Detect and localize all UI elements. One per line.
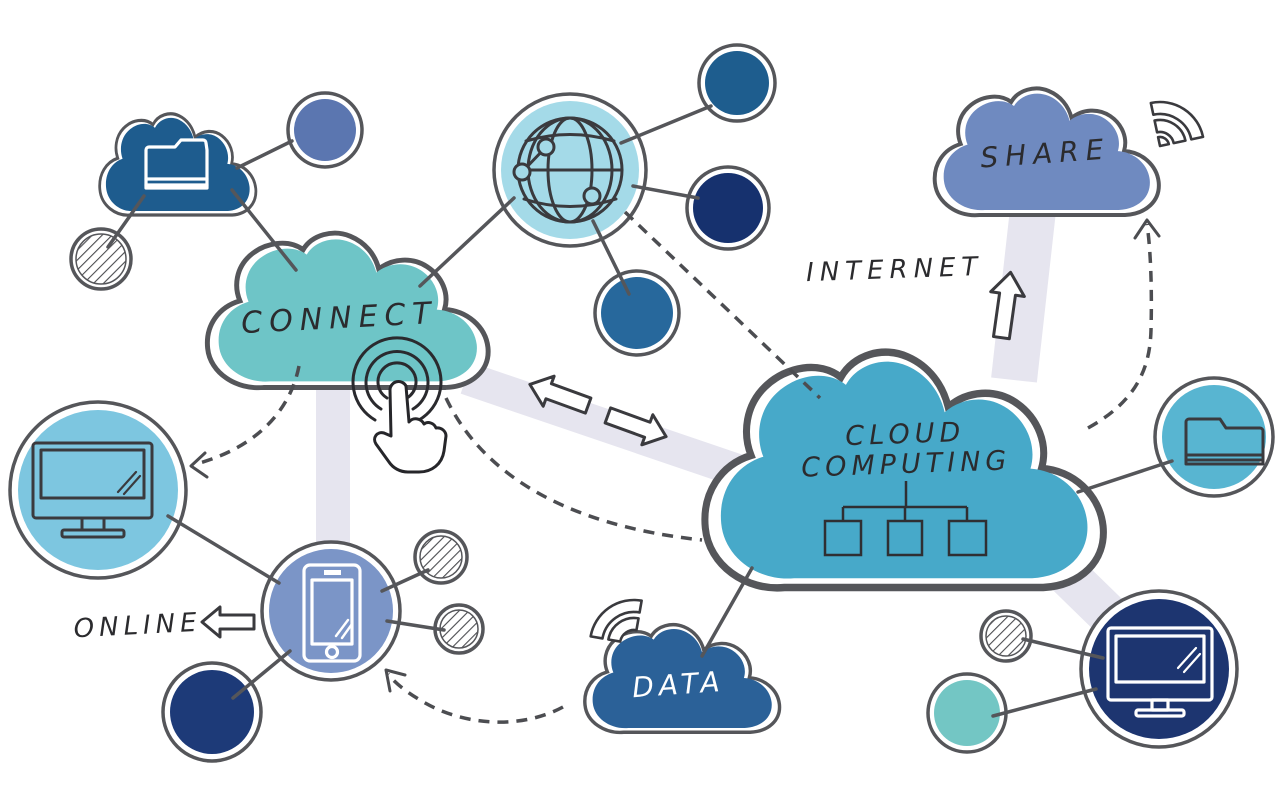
steel-circle [593,269,681,357]
hatched-circle-right2 [433,603,485,655]
cloud-computing-cloud: CLOUD COMPUTING [705,352,1103,588]
monitor-icon-white [1106,626,1214,718]
smartphone-circle [260,540,402,682]
folder-icon-right [1184,417,1265,466]
dashed-curve-connect-to-cloudcomputing [444,397,703,542]
online-arrow-icon [200,605,256,639]
connector-line [418,196,516,288]
arrowhead [384,668,407,693]
cloud-computing-label-line2: COMPUTING [801,445,1012,483]
connector-line [1076,459,1174,494]
connector-line [385,619,446,632]
connector-lines [106,104,1174,718]
connector-line [166,514,281,585]
folder-cloud-fill [105,117,250,212]
dashed-line-globe-to-cloudcomputing [623,210,822,400]
arrowhead [1133,218,1161,240]
monitor-circle-navy [1079,589,1239,749]
navy-circle-mid [685,165,771,251]
smartphone-icon [302,563,362,663]
connector-line [380,568,430,593]
connector-line [591,219,631,296]
band-connect-cloudcomputing [460,362,754,490]
hatched-circle-topleft [69,227,133,291]
arrowhead [189,451,209,479]
connector-line [631,184,700,200]
hatched-circle-bottomright [979,609,1033,663]
navy-dot-fill [170,670,254,754]
connector-line [231,649,292,700]
teal-dot-circle [926,672,1008,754]
connector-line [235,139,294,170]
connector-line [991,687,1098,718]
internet-label: INTERNET [806,252,984,288]
internet-arrow-icon [989,270,1026,341]
monitor-icon [31,441,154,539]
double-arrow-right-icon [603,406,668,447]
dashed-arrows [189,210,1161,724]
blue-circle-top [697,43,777,123]
navy-circle-mid-fill [693,173,763,243]
globe-icon [512,116,624,224]
globe-circle [492,92,648,248]
connector-line [1021,637,1105,660]
pointing-hand-icon [373,380,448,474]
touch-gesture-icon [351,336,448,474]
double-arrow-left-icon [528,374,593,415]
navy-dot-circle [161,661,263,763]
wifi-icon-share [1149,100,1205,148]
connector-line [230,188,298,272]
smartphone-circle-fill [269,549,393,673]
connector-line [619,104,713,145]
data-cloud: DATA [583,622,782,735]
folder-circle [1153,376,1275,498]
dashed-arrow-cloudcomputing-to-share [1087,223,1154,430]
connect-cloud: CONNECT [207,233,488,388]
data-label: DATA [631,665,725,704]
dashed-arrow-data-to-smartphone [386,672,564,724]
folder-icon [144,138,209,190]
hatched-circle-right1 [413,529,469,585]
blue-circle-top-fill [705,51,769,115]
monitor-circle [8,400,188,580]
online-label: ONLINE [73,608,202,645]
cloud-computing-label-line1: CLOUD [845,417,966,452]
purple-circle-fill [294,99,356,161]
wifi-icon-data [589,598,643,643]
teal-dot-fill [934,680,1000,746]
share-cloud: SHARE [932,86,1161,218]
block-arrows [200,270,1026,639]
network-tree-icon [823,481,988,557]
connector-line [106,194,146,249]
monitor-circle-navy-fill [1089,599,1229,739]
folder-cloud [98,112,258,217]
steel-circle-fill [601,277,673,349]
folder-circle-fill [1162,385,1266,489]
connector-line [700,566,754,658]
purple-circle [286,91,364,169]
